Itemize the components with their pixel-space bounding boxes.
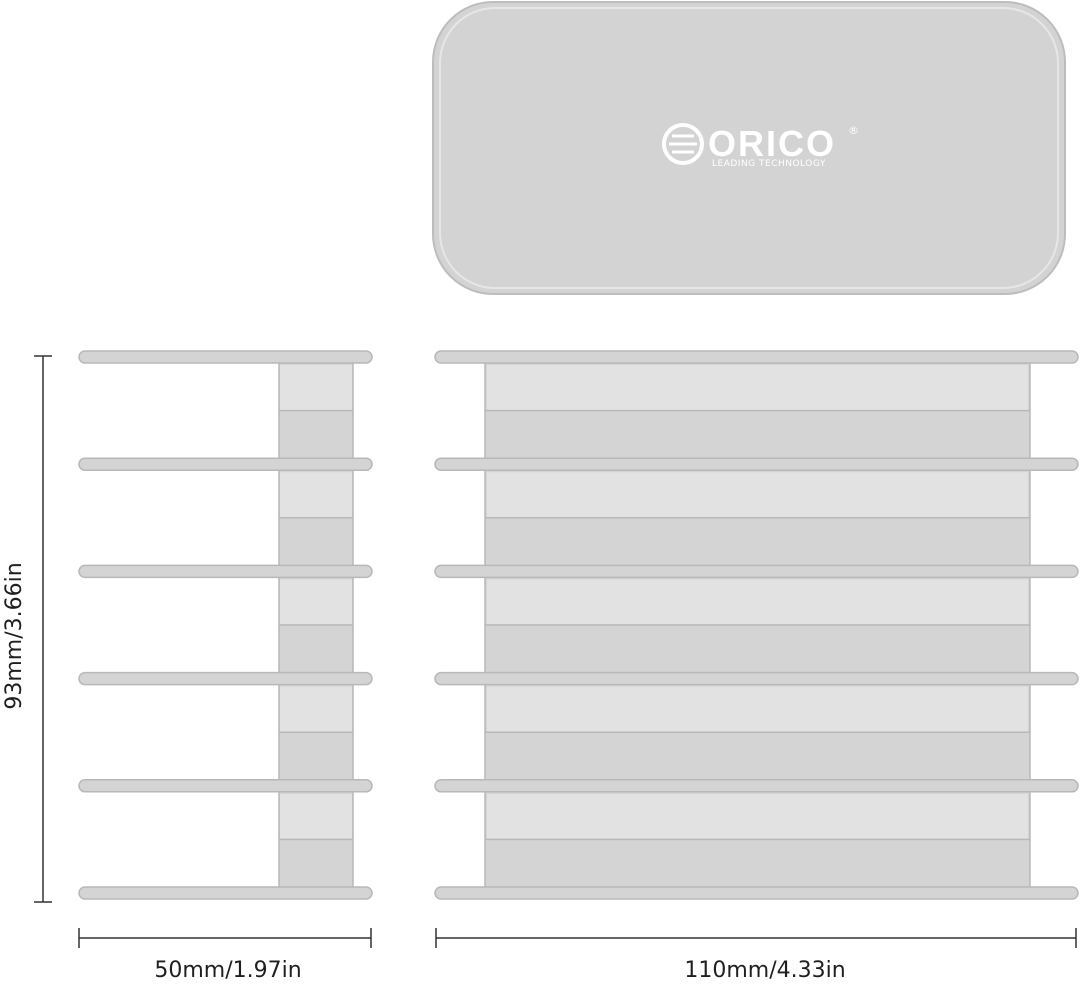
top-cover (432, 1, 1066, 295)
side-pillar-segment (280, 579, 352, 625)
front-shelf (434, 457, 1079, 471)
front-shelf (434, 779, 1079, 793)
side-shelf (78, 457, 373, 471)
front-body-segment (487, 579, 1028, 625)
brand-registered-mark: ® (848, 124, 859, 137)
width-label: 110mm/4.33in (684, 958, 845, 983)
height-label: 93mm/3.66in (2, 562, 27, 709)
side-shelf (78, 671, 373, 686)
front-view (434, 350, 1079, 900)
side-pillar-segment (280, 793, 352, 840)
side-shelf (78, 564, 373, 579)
front-shelf (434, 564, 1079, 579)
brand-tagline: LEADING TECHNOLOGY (712, 159, 826, 169)
front-shelf (434, 350, 1079, 364)
side-shelf (78, 886, 373, 900)
side-shelf (78, 779, 373, 793)
width-dimension: 110mm/4.33in (435, 928, 1077, 983)
front-body-segment (487, 472, 1028, 518)
top-view: ORICO ® LEADING TECHNOLOGY (432, 1, 1066, 295)
side-pillar-segment (280, 686, 352, 733)
front-shelf (434, 671, 1079, 686)
orico-logo-icon (662, 123, 704, 165)
depth-label: 50mm/1.97in (154, 958, 301, 983)
front-shelf (434, 886, 1079, 900)
brand-name: ORICO (708, 123, 836, 164)
brand-logo: ORICO ® LEADING TECHNOLOGY (662, 123, 859, 169)
side-shelf (78, 350, 373, 364)
depth-dimension: 50mm/1.97in (78, 928, 372, 983)
height-dimension: 93mm/3.66in (2, 355, 52, 903)
side-view (78, 350, 373, 900)
front-body-segment (487, 793, 1028, 840)
side-pillar-segment (280, 472, 352, 518)
front-body-segment (487, 365, 1028, 411)
side-pillar-segment (280, 365, 352, 411)
front-body-segment (487, 686, 1028, 733)
